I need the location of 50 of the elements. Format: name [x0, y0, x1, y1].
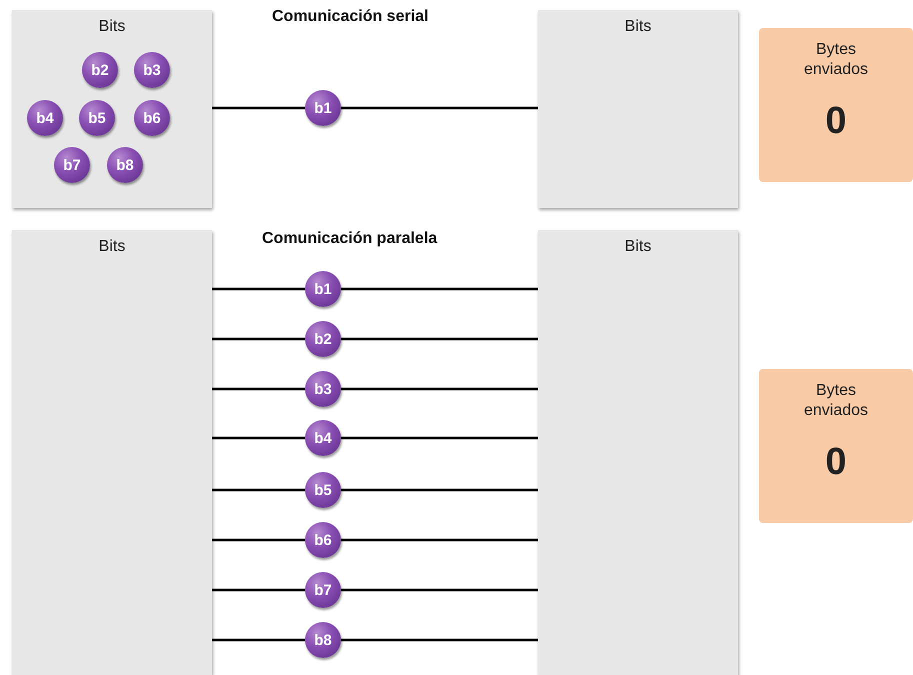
wire-line	[341, 388, 538, 390]
bit-ball: b5	[305, 472, 341, 508]
bit-ball: b3	[305, 371, 341, 407]
counter-value: 0	[824, 100, 848, 143]
bit-ball: b8	[305, 622, 341, 658]
bit-ball: b2	[82, 52, 118, 88]
wire-line	[212, 638, 305, 642]
bits-panel	[538, 10, 738, 208]
counter-label: Bytes enviados	[802, 40, 870, 80]
wire-line	[341, 106, 538, 110]
bits-panel	[538, 230, 738, 675]
counter-card	[759, 369, 913, 523]
wire-line	[212, 588, 305, 592]
bit-ball: b6	[305, 522, 341, 558]
bit-ball: b5	[79, 100, 115, 136]
bit-ball: b7	[305, 572, 341, 608]
section-title: Comunicación serial	[272, 8, 428, 26]
counter-value: 0	[824, 441, 848, 484]
wire-line	[341, 638, 538, 642]
wire-line	[212, 538, 305, 542]
bit-ball: b1	[305, 90, 341, 126]
wire-line	[212, 288, 305, 290]
wire-line	[341, 488, 538, 492]
wire-line	[341, 436, 538, 440]
panel-heading: Bits	[624, 18, 652, 36]
bit-ball: b8	[107, 147, 143, 183]
bit-ball: b6	[134, 100, 170, 136]
wire-line	[212, 388, 305, 390]
wire-line	[341, 288, 538, 290]
bit-ball: b2	[305, 321, 341, 357]
panel-heading: Bits	[98, 238, 126, 256]
bit-ball: b1	[305, 271, 341, 307]
section-title: Comunicación paralela	[262, 230, 438, 248]
wire-line	[212, 338, 305, 340]
wire-line	[212, 436, 305, 440]
wire-line	[212, 106, 305, 110]
bits-panel	[12, 230, 212, 675]
wire-line	[341, 338, 538, 340]
bit-ball: b4	[305, 420, 341, 456]
wire-line	[341, 588, 538, 592]
panel-heading: Bits	[98, 18, 126, 36]
wire-line	[341, 538, 538, 542]
wire-line	[212, 488, 305, 492]
bits-panel	[12, 10, 212, 208]
counter-label: Bytes enviados	[802, 381, 870, 421]
bit-ball: b3	[134, 52, 170, 88]
counter-card	[759, 28, 913, 182]
bit-ball: b4	[27, 100, 63, 136]
bit-ball: b7	[54, 147, 90, 183]
panel-heading: Bits	[624, 238, 652, 256]
